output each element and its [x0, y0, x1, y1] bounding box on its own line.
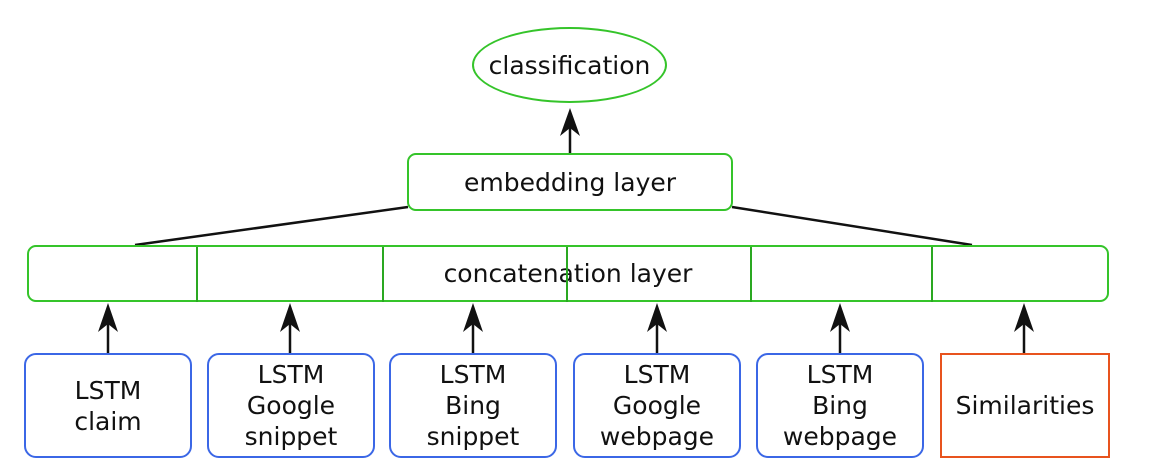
input-lstm-claim: LSTM claim — [24, 353, 192, 458]
classification-node: classification — [472, 27, 667, 103]
input-label-line: LSTM — [257, 360, 325, 389]
connector-right — [731, 205, 973, 247]
input-label-line: snippet — [244, 422, 338, 451]
connector-left — [134, 205, 409, 247]
input-lstm-google-snippet: LSTM Google snippet — [207, 353, 375, 458]
input-lstm-bing-snippet: LSTM Bing snippet — [389, 353, 557, 458]
input-label-line: Google — [612, 391, 702, 420]
concatenation-divider — [196, 247, 198, 302]
input-label-line: claim — [74, 406, 142, 436]
embedding-layer-node: embedding layer — [407, 153, 733, 211]
input-label-line: Bing — [812, 391, 868, 420]
concatenation-divider — [750, 247, 752, 302]
input-label-line: webpage — [782, 422, 898, 451]
input-label-line: LSTM — [74, 375, 142, 405]
input-label-line: Similarities — [955, 391, 1095, 420]
concatenation-divider — [382, 247, 384, 302]
input-label-line: LSTM — [623, 360, 691, 389]
input-label-line: LSTM — [439, 360, 507, 389]
arrowhead-embedding-to-classification — [560, 108, 580, 136]
input-lstm-google-webpage: LSTM Google webpage — [573, 353, 741, 458]
input-similarities: Similarities — [940, 353, 1110, 458]
classification-label: classification — [488, 50, 651, 80]
input-label-line: LSTM — [806, 360, 874, 389]
concatenation-divider — [931, 247, 933, 302]
embedding-layer-label: embedding layer — [463, 167, 677, 197]
concatenation-layer-node: concatenation layer — [27, 245, 1109, 302]
input-label-line: snippet — [426, 422, 520, 451]
input-label-line: Google — [246, 391, 336, 420]
concatenation-divider — [566, 247, 568, 302]
input-label-line: Bing — [445, 391, 501, 420]
input-label-line: webpage — [599, 422, 715, 451]
input-lstm-bing-webpage: LSTM Bing webpage — [756, 353, 924, 458]
input-arrows — [98, 303, 1034, 353]
